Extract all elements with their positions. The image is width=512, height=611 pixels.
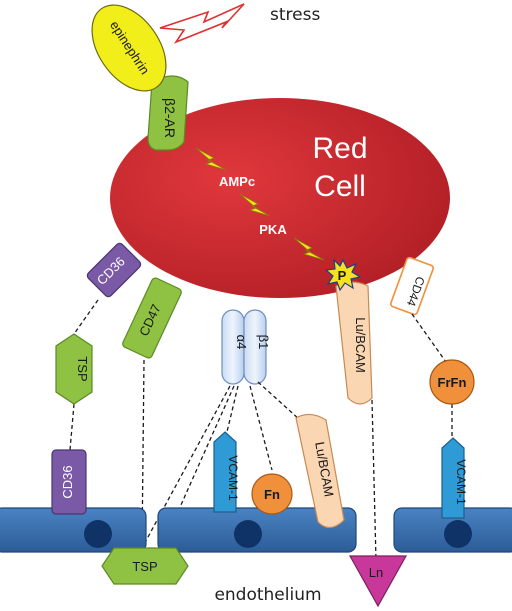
- lu-bcam-rbc-label: Lu/BCAM: [353, 317, 368, 373]
- laminin-triangle: [348, 555, 408, 608]
- endothelium-label: endothelium: [214, 585, 321, 605]
- stress-label: stress: [270, 5, 320, 25]
- cd36-bottom-receptor: [51, 449, 87, 515]
- beta1-label: β1: [256, 335, 271, 350]
- cd47-receptor: [122, 277, 182, 359]
- red-cell: [110, 98, 450, 298]
- nucleus-left: [84, 520, 112, 548]
- cd36-bottom-label: CD36: [60, 465, 75, 498]
- tsp-bottom-hexagon: [101, 547, 189, 585]
- alpha4-label: α4: [234, 335, 249, 350]
- cd44-receptor: [389, 256, 435, 316]
- red-cell-label-line1: Red: [312, 132, 367, 165]
- beta2-ar-receptor: [147, 75, 189, 151]
- ampc-label: AMPc: [219, 174, 255, 189]
- pka-label: PKA: [259, 222, 287, 237]
- fn-label: Fn: [264, 487, 280, 502]
- vcam1-left-label: VCAM-1: [226, 455, 240, 501]
- lu-bcam-endo-receptor: [295, 413, 345, 529]
- phospho-label: P: [338, 268, 347, 283]
- nucleus-right: [444, 520, 472, 548]
- phospho-star-icon: [324, 258, 362, 292]
- stress-lightning-icon: [159, 3, 245, 44]
- cd36-top-receptor: [86, 242, 142, 298]
- beta2-ar-label: β2-AR: [162, 98, 178, 138]
- vcam1-left-receptor: [213, 431, 237, 513]
- tsp-bottom-label: TSP: [132, 559, 157, 574]
- tsp-middle-hexagon: [55, 333, 93, 405]
- integrin-beta1-subunit: [243, 309, 267, 385]
- fn-circle: [251, 473, 293, 515]
- frfn-label: FrFn: [438, 375, 467, 390]
- epinephrin-ligand: [91, 4, 167, 92]
- tsp-middle-label: TSP: [75, 356, 90, 381]
- vcam1-right-receptor: [441, 437, 465, 519]
- interaction-lines: [69, 299, 453, 561]
- signal-bolt-3-icon: [293, 237, 325, 261]
- frfn-circle: [429, 359, 475, 405]
- ln-label: Ln: [369, 565, 383, 580]
- red-cell-label-line2: Cell: [314, 170, 366, 203]
- vcam1-right-label: VCAM-1: [454, 459, 468, 505]
- signal-bolt-2-icon: [239, 193, 271, 217]
- signal-bolt-1-icon: [195, 147, 227, 171]
- nucleus-middle: [234, 520, 262, 548]
- endothelium-layer: [0, 507, 512, 553]
